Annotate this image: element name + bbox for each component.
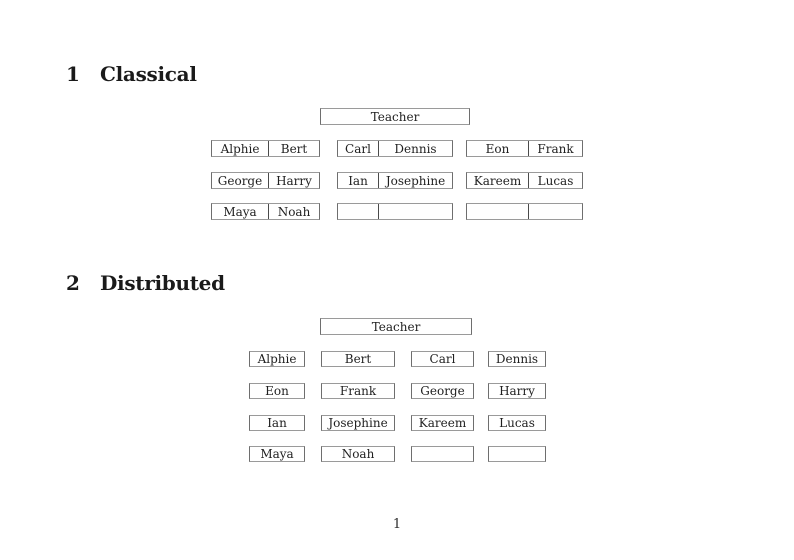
desk-pair: Maya Noah bbox=[211, 203, 320, 220]
desk-single: Josephine bbox=[321, 415, 395, 431]
seat-left: George bbox=[212, 173, 269, 188]
desk-single: Noah bbox=[321, 446, 395, 462]
teacher-box-distributed: Teacher bbox=[320, 318, 472, 335]
desk-pair bbox=[337, 203, 453, 220]
desk-single: Harry bbox=[488, 383, 546, 399]
seat-left: Eon bbox=[467, 141, 529, 156]
desk-single: Kareem bbox=[411, 415, 474, 431]
desk-pair bbox=[466, 203, 583, 220]
desk-row: Alphie Bert Carl Dennis bbox=[249, 351, 546, 367]
seat bbox=[489, 447, 545, 461]
teacher-label: Teacher bbox=[370, 109, 420, 124]
seat: Lucas bbox=[499, 416, 535, 430]
seat-right: Bert bbox=[280, 141, 308, 156]
seat: George bbox=[420, 384, 465, 398]
desk-single bbox=[411, 446, 474, 462]
desk-single: Bert bbox=[321, 351, 395, 367]
seat-left bbox=[338, 204, 379, 219]
seat: Josephine bbox=[328, 416, 388, 430]
section-1-heading: 1 Classical bbox=[66, 63, 197, 85]
page-number: 1 bbox=[392, 517, 402, 532]
seat: Noah bbox=[341, 447, 375, 461]
desk-single: Alphie bbox=[249, 351, 305, 367]
seat: Kareem bbox=[418, 416, 467, 430]
seat-left: Alphie bbox=[212, 141, 269, 156]
seat: Carl bbox=[429, 352, 456, 366]
section-2-heading: 2 Distributed bbox=[66, 272, 225, 294]
seat-left bbox=[467, 204, 529, 219]
seat-right: Noah bbox=[277, 204, 311, 219]
desk-row: Maya Noah bbox=[249, 446, 546, 462]
seat-left: Maya bbox=[212, 204, 269, 219]
seat: Alphie bbox=[257, 352, 297, 366]
desk-single: Eon bbox=[249, 383, 305, 399]
seat-left: Kareem bbox=[467, 173, 529, 188]
desk-single: Ian bbox=[249, 415, 305, 431]
seat-right: Frank bbox=[537, 141, 574, 156]
seat: Frank bbox=[339, 384, 377, 398]
section-2-number: 2 bbox=[66, 271, 80, 295]
seat-right bbox=[529, 204, 582, 219]
desk-single: George bbox=[411, 383, 474, 399]
section-1-number: 1 bbox=[66, 62, 80, 86]
desk-single: Lucas bbox=[488, 415, 546, 431]
seat: Ian bbox=[267, 416, 287, 430]
desk-single: Frank bbox=[321, 383, 395, 399]
seat bbox=[412, 447, 473, 461]
seat: Maya bbox=[260, 447, 294, 461]
desk-pair: George Harry bbox=[211, 172, 320, 189]
desk-single: Dennis bbox=[488, 351, 546, 367]
seat: Bert bbox=[344, 352, 372, 366]
desk-single: Carl bbox=[411, 351, 474, 367]
desk-row: Eon Frank George Harry bbox=[249, 383, 546, 399]
seat: Eon bbox=[265, 384, 289, 398]
teacher-label: Teacher bbox=[371, 319, 421, 334]
desk-single: Maya bbox=[249, 446, 305, 462]
desk-pair: Kareem Lucas bbox=[466, 172, 583, 189]
desk-pair: Carl Dennis bbox=[337, 140, 453, 157]
desk-row: Ian Josephine Kareem Lucas bbox=[249, 415, 546, 431]
section-1-title: Classical bbox=[100, 62, 197, 86]
teacher-box-classical: Teacher bbox=[320, 108, 470, 125]
desk-row: Maya Noah bbox=[211, 203, 583, 220]
seat: Dennis bbox=[495, 352, 539, 366]
desk-pair: Ian Josephine bbox=[337, 172, 453, 189]
desk-pair: Alphie Bert bbox=[211, 140, 320, 157]
seat-right: Lucas bbox=[537, 173, 574, 188]
seat-right: Josephine bbox=[385, 173, 446, 188]
desk-row: George Harry Ian Josephine Kareem Lucas bbox=[211, 172, 583, 189]
desk-single bbox=[488, 446, 546, 462]
seat-right bbox=[379, 204, 452, 219]
seat-right: Harry bbox=[276, 173, 312, 188]
desk-pair: Eon Frank bbox=[466, 140, 583, 157]
section-2-title: Distributed bbox=[100, 271, 225, 295]
desk-row: Alphie Bert Carl Dennis Eon Frank bbox=[211, 140, 583, 157]
seat: Harry bbox=[499, 384, 535, 398]
seat-left: Carl bbox=[338, 141, 379, 156]
seat-left: Ian bbox=[338, 173, 379, 188]
seat-right: Dennis bbox=[394, 141, 437, 156]
